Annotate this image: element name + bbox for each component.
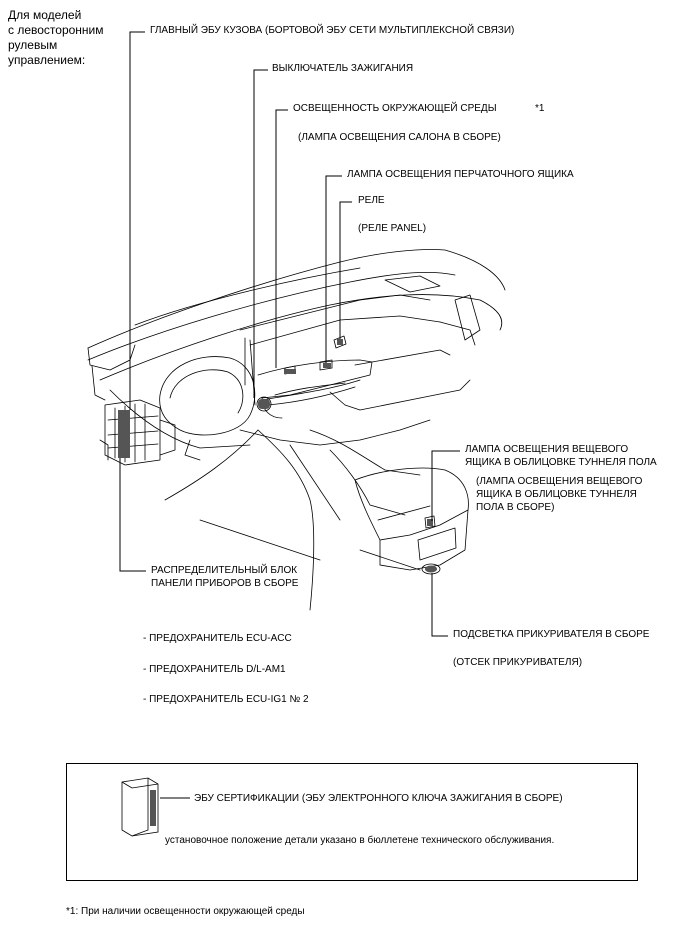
junction-block-label-line2: ПАНЕЛИ ПРИБОРОВ В СБОРЕ — [151, 578, 299, 589]
installation-note: установочное положение детали указано в … — [165, 835, 555, 846]
relay-panel-label: (РЕЛЕ PANEL) — [358, 223, 427, 234]
cigarette-lighter-label: ПОДСВЕТКА ПРИКУРИВАТЕЛЯ В СБОРЕ — [453, 629, 650, 640]
console-lamp-sub-line1: (ЛАМПА ОСВЕЩЕНИЯ ВЕЩЕВОГО — [476, 476, 643, 487]
certification-ecu-label: ЭБУ СЕРТИФИКАЦИИ (ЭБУ ЭЛЕКТРОННОГО КЛЮЧА… — [194, 793, 563, 804]
console-lamp-sub-line3: ПОЛА В СБОРЕ) — [476, 502, 555, 513]
ignition-switch-label: ВЫКЛЮЧАТЕЛЬ ЗАЖИГАНИЯ — [272, 63, 414, 74]
console-lamp-label-line2: ЯЩИКА В ОБЛИЦОВКЕ ТУННЕЛЯ ПОЛА — [465, 457, 657, 468]
footnote: *1: При наличии освещенности окружающей … — [66, 906, 305, 917]
model-header: Для моделей с левосторонним рулевым упра… — [8, 8, 104, 67]
room-lamp-label: (ЛАМПА ОСВЕЩЕНИЯ САЛОНА В СБОРЕ) — [298, 132, 501, 143]
junction-block-label-line1: РАСПРЕДЕЛИТЕЛЬНЫЙ БЛОК — [151, 565, 298, 576]
fuse-ecu-ig1-no2: - ПРЕДОХРАНИТЕЛЬ ECU-IG1 № 2 — [143, 694, 309, 705]
ambient-note-marker: *1 — [535, 103, 545, 114]
fuse-dl-am1: - ПРЕДОХРАНИТЕЛЬ D/L-AM1 — [143, 664, 286, 675]
fuse-ecu-acc: - ПРЕДОХРАНИТЕЛЬ ECU-ACC — [143, 633, 292, 644]
console-lamp-sub-line2: ЯЩИКА В ОБЛИЦОВКЕ ТУННЕЛЯ — [476, 489, 637, 500]
main-body-ecu-label: ГЛАВНЫЙ ЭБУ КУЗОВА (БОРТОВОЙ ЭБУ СЕТИ МУ… — [150, 25, 515, 36]
certification-ecu-box — [66, 763, 638, 881]
ambient-light-label: ОСВЕЩЕННОСТЬ ОКРУЖАЮЩЕЙ СРЕДЫ — [293, 103, 497, 114]
glove-box-lamp-label: ЛАМПА ОСВЕЩЕНИЯ ПЕРЧАТОЧНОГО ЯЩИКА — [347, 169, 574, 180]
console-lamp-label-line1: ЛАМПА ОСВЕЩЕНИЯ ВЕЩЕВОГО — [465, 444, 629, 455]
relay-label: РЕЛЕ — [358, 195, 385, 206]
cigarette-lighter-sub: (ОТСЕК ПРИКУРИВАТЕЛЯ) — [453, 657, 583, 668]
